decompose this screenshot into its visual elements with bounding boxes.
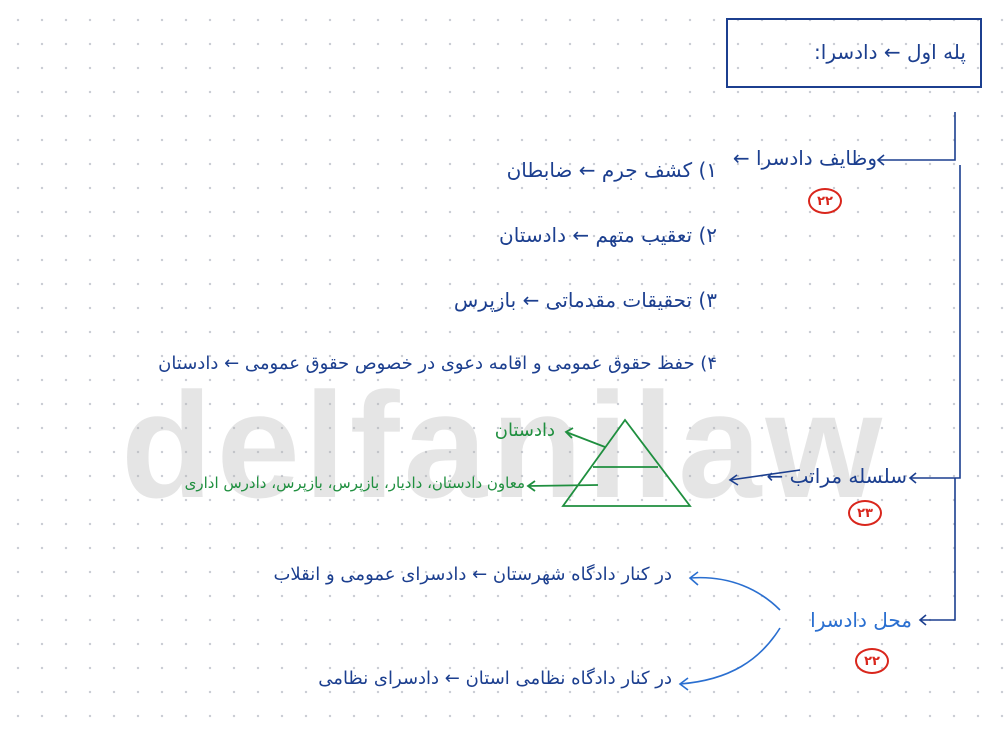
duties-heading: وظایف دادسرا ← [732,146,877,170]
duty-item-2: ۲) تعقیب متهم ← دادستان [499,223,717,247]
location-arrows [678,571,781,691]
hierarchy-heading: سلسله مراتب ← [766,464,907,488]
hierarchy-badge: ۲۳ [848,500,882,526]
location-item-2: در کنار دادگاه نظامی استان ← دادسرای نظا… [318,668,672,689]
pyramid-bottom-arrow [527,484,599,487]
duty-item-1: ۱) کشف جرم ← ضابطان [506,158,717,182]
duties-connector [878,112,956,161]
location-badge: ۲۲ [855,648,889,674]
location-item-1: در کنار دادگاه شهرستان ← دادسرای عمومی و… [273,564,672,585]
hierarchy-arrow [729,469,801,481]
location-connector [920,478,956,621]
duty-item-3: ۳) تحقیقات مقدماتی ← بازپرس [453,288,717,312]
hierarchy-top-label: دادستان [494,420,555,441]
location-heading: محل دادسرا [810,608,912,632]
title-box: پله اول ← دادسرا: [726,18,982,88]
duty-item-4: ۴) حفظ حقوق عمومی و اقامه دعوی در خصوص ح… [158,353,717,374]
hierarchy-connector [910,165,961,479]
page-title: پله اول ← دادسرا: [814,40,966,64]
duties-badge: ۲۲ [808,188,842,214]
hierarchy-bottom-label: معاون دادستان، دادیار، بازپرس، بازپرس، د… [184,474,525,492]
pyramid-diagram [526,418,692,507]
pyramid-top-arrow [565,431,606,448]
